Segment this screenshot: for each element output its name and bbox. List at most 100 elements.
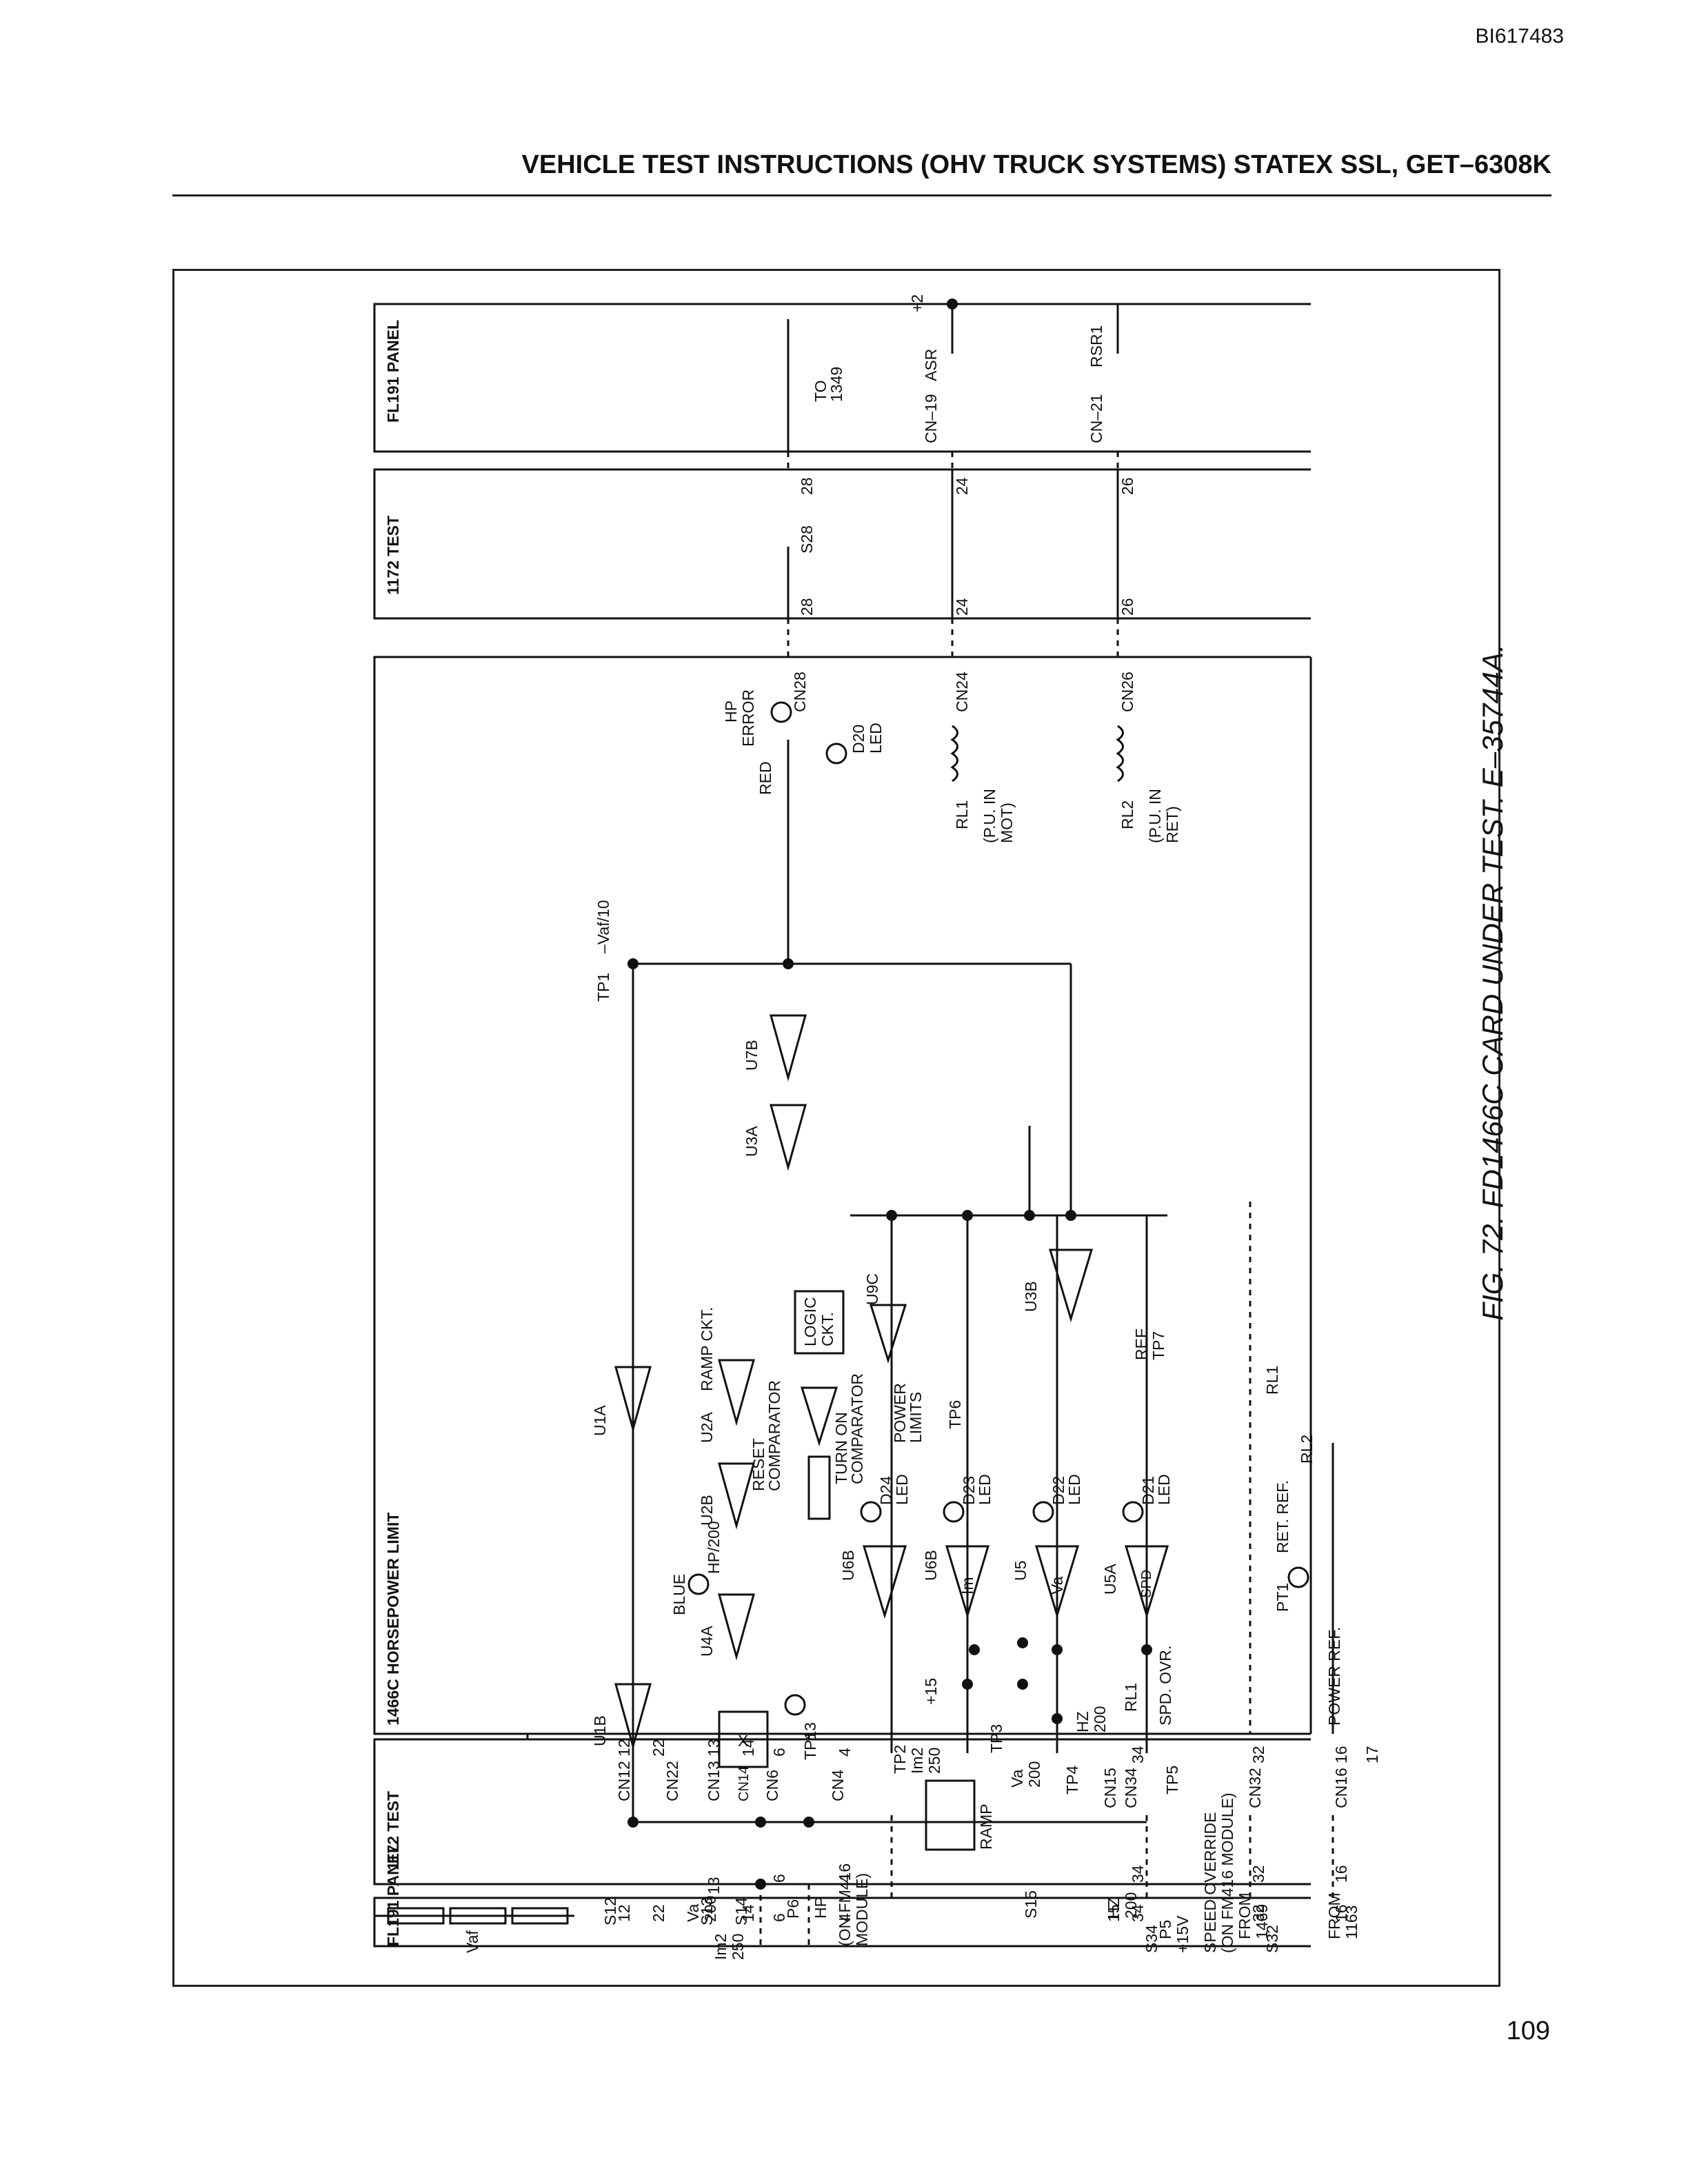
label-pin-4-b: 4 — [836, 1874, 854, 1883]
label-d21-led: LED — [1155, 1474, 1173, 1505]
label-pin-4-c: 4 — [836, 1913, 854, 1922]
label-from-1469: FROM — [1236, 1892, 1254, 1939]
label-pin-22-c: 22 — [650, 1904, 667, 1922]
label-plus15v: +15V — [1174, 1915, 1192, 1953]
amplifier-u5 — [1034, 1545, 1080, 1619]
label-cn16: CN16 — [1332, 1768, 1350, 1808]
label-va-amp: Va — [1048, 1576, 1066, 1595]
label-cn28: CN28 — [791, 671, 809, 712]
label-hz-input: HZ — [1105, 1897, 1123, 1919]
label-multiplier-x: X — [738, 1732, 748, 1750]
label-power: POWER — [891, 1383, 909, 1443]
label-d20-led: LED — [867, 722, 885, 754]
label-rsr1: RSR1 — [1087, 325, 1105, 367]
label-speed-override-module: (ON FM416 MODULE) — [1218, 1792, 1236, 1953]
label-pt1: PT1 — [1274, 1583, 1292, 1612]
document-id: BI617483 — [1475, 25, 1564, 48]
testpoint-hp-error — [770, 701, 792, 723]
label-u6b-1: U6B — [839, 1550, 857, 1581]
label-pin-6-b: 6 — [770, 1874, 788, 1883]
label-200-va-input: 200 — [701, 1896, 719, 1922]
label-cn24: CN24 — [953, 671, 971, 712]
label-cn32: CN32 — [1246, 1768, 1264, 1808]
label-va-input: Va — [684, 1903, 702, 1922]
label-u3b: U3B — [1022, 1281, 1040, 1312]
label-tp2: TP2 — [891, 1745, 909, 1774]
testpoint-pt1 — [1287, 1566, 1309, 1588]
label-1349: 1349 — [827, 367, 845, 402]
label-ret-ref: RET. REF. — [1274, 1480, 1292, 1553]
amplifier-u6b-1 — [862, 1545, 907, 1619]
label-turn-on-comparator: COMPARATOR — [848, 1373, 866, 1484]
label-rl2-coil: RL2 — [1118, 800, 1136, 829]
label-s14: S14 — [732, 1897, 750, 1925]
logic-ckt-box — [794, 1290, 845, 1355]
panel-1466c-card — [373, 656, 1311, 1735]
label-ref: REF — [1132, 1328, 1150, 1360]
label-im2: Im2 — [908, 1748, 926, 1774]
label-pin-34-a: 34 — [1129, 1746, 1147, 1763]
label-rl1-coil: RL1 — [953, 800, 971, 829]
label-cn4: CN4 — [829, 1770, 847, 1801]
amplifier-u9c — [869, 1304, 907, 1364]
label-ramp: RAMP — [977, 1804, 995, 1850]
label-tp1: TP1 — [594, 973, 612, 1002]
label-from-1163: FROM — [1325, 1892, 1343, 1939]
label-reset-comparator: COMPARATOR — [765, 1380, 783, 1491]
label-turn-on: TURN ON — [832, 1412, 850, 1484]
amplifier-u4a — [718, 1593, 755, 1661]
label-u2b: U2B — [698, 1495, 716, 1526]
amplifier-u5a — [1124, 1545, 1169, 1619]
label-pin-6-a: 6 — [770, 1748, 788, 1757]
label-cn21: CN–21 — [1087, 394, 1105, 443]
label-d23-led: LED — [976, 1474, 994, 1505]
label-cn14: CN14 — [736, 1766, 752, 1801]
label-hp-error-1: HP — [722, 700, 740, 722]
panel-title-1172-test-bottom: 1172 TEST — [384, 1791, 402, 1870]
label-tp7: TP7 — [1149, 1331, 1167, 1360]
relay-coil-rl1 — [950, 725, 958, 782]
testpoint-tp13 — [784, 1694, 806, 1716]
label-s32: S32 — [1263, 1925, 1281, 1953]
label-u3a: U3A — [743, 1126, 761, 1157]
header-rule — [172, 194, 1551, 196]
label-24-top: 24 — [953, 477, 971, 495]
amplifier-u1a — [614, 1366, 652, 1433]
amplifier-u2b — [718, 1462, 755, 1530]
label-power-ref: POWER REF. — [1325, 1627, 1343, 1726]
label-cn19: CN–19 — [922, 394, 940, 443]
amplifier-u3a — [770, 1104, 807, 1171]
testpoint-blue — [687, 1573, 710, 1595]
page-number: 109 — [1506, 2016, 1550, 2045]
label-d24: D24 — [877, 1476, 895, 1505]
label-logic: LOGIC — [801, 1297, 819, 1346]
label-ckt: CKT. — [818, 1312, 836, 1346]
label-u1b: U1B — [591, 1715, 609, 1746]
panel-fl191-bottom — [373, 1897, 1311, 1948]
label-asr: ASR — [922, 349, 940, 381]
label-hp-error-2: ERROR — [739, 689, 757, 747]
label-rl1-contact: RL1 — [1263, 1366, 1281, 1395]
panel-1172-test-bottom — [373, 1738, 1311, 1885]
label-reset: RESET — [750, 1438, 767, 1491]
label-s12: S12 — [601, 1897, 619, 1925]
label-tp4: TP4 — [1063, 1766, 1081, 1794]
label-fm416-module: MODULE) — [853, 1873, 871, 1946]
label-pin-16-b: 16 — [1332, 1865, 1350, 1883]
multiplier-box — [718, 1710, 769, 1768]
label-d22-led: LED — [1065, 1474, 1083, 1505]
amplifier-u7b — [770, 1014, 807, 1082]
amplifier-u3b — [1048, 1248, 1094, 1323]
label-pin-4-a: 4 — [836, 1748, 854, 1757]
label-rl2-contact: RL2 — [1298, 1435, 1316, 1464]
label-im2-input: Im2 — [712, 1934, 730, 1960]
label-pin-22-a: 22 — [650, 1739, 667, 1757]
label-26-top: 26 — [1118, 477, 1136, 495]
label-plus2: +2 — [908, 294, 926, 312]
label-limits: LIMITS — [907, 1392, 925, 1443]
led-d20 — [825, 742, 847, 765]
label-u7b: U7B — [743, 1040, 761, 1071]
label-im: Im — [958, 1577, 976, 1595]
label-ramp-ckt: RAMP CKT. — [698, 1307, 716, 1391]
label-p5: P5 — [1156, 1920, 1174, 1939]
